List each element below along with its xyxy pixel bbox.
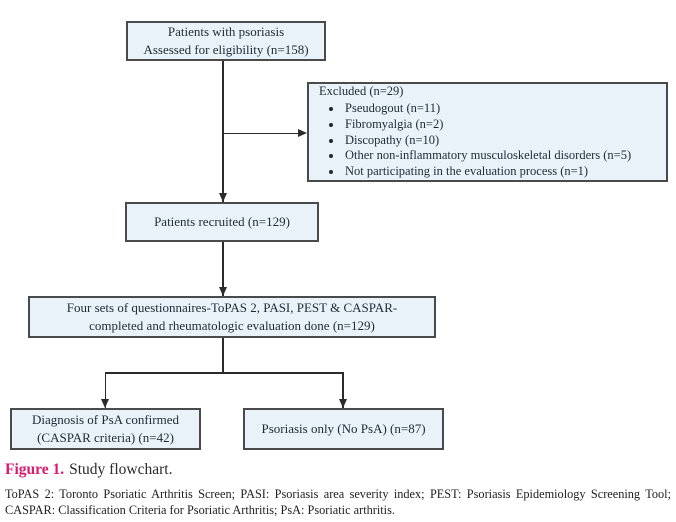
questionnaire-box-line1: Four sets of questionnaires-ToPAS 2, PAS…: [66, 299, 398, 315]
arrowhead-down-psoriasis-only-icon: [338, 399, 347, 408]
excluded-box: Excluded (n=29) Pseudogout (n=11)Fibromy…: [307, 82, 668, 182]
excluded-item-list: Pseudogout (n=11)Fibromyalgia (n=2)Disco…: [319, 101, 631, 180]
excluded-item: Discopathy (n=10): [343, 133, 631, 149]
connector-split-horizontal: [104, 372, 344, 374]
psa-confirmed-box-line1: Diagnosis of PsA confirmed: [32, 411, 179, 427]
arrowhead-down-questionnaires-icon: [218, 287, 227, 296]
connector-branch-to-excluded: [222, 132, 300, 134]
excluded-item: Other non-inflammatory musculoskeletal d…: [343, 148, 631, 164]
arrowhead-down-recruited-icon: [218, 193, 227, 202]
questionnaire-box: Four sets of questionnaires-ToPAS 2, PAS…: [28, 296, 436, 338]
connector-split-to-psa: [104, 372, 107, 408]
arrowhead-down-psa-icon: [101, 399, 109, 408]
psoriasis-only-box: Psoriasis only (No PsA) (n=87): [243, 408, 444, 450]
connector-recruited-to-questionnaires: [222, 242, 224, 296]
figure-footnote: ToPAS 2: Toronto Psoriatic Arthritis Scr…: [5, 487, 671, 517]
eligibility-box: Patients with psoriasis Assessed for eli…: [126, 21, 326, 61]
excluded-item: Pseudogout (n=11): [343, 101, 631, 117]
figure-caption: Figure 1.Study flowchart.: [5, 461, 172, 479]
psa-confirmed-box-line2: (CASPAR criteria) (n=42): [37, 430, 174, 445]
connector-questionnaires-to-split: [222, 338, 224, 373]
figure-caption-text: Study flowchart.: [69, 461, 173, 478]
eligibility-box-line2: Assessed for eligibility (n=158): [143, 42, 309, 57]
connector-eligibility-to-recruited: [222, 61, 224, 202]
figure-caption-label: Figure 1.: [5, 461, 65, 478]
excluded-item: Fibromyalgia (n=2): [343, 117, 631, 133]
psa-confirmed-box: Diagnosis of PsA confirmed (CASPAR crite…: [10, 408, 201, 450]
eligibility-box-line1: Patients with psoriasis: [167, 23, 285, 39]
psoriasis-only-box-text: Psoriasis only (No PsA) (n=87): [261, 420, 426, 436]
arrowhead-right-excluded-icon: [298, 128, 307, 137]
connector-split-to-psoriasis-only: [342, 372, 344, 408]
recruited-box: Patients recruited (n=129): [125, 202, 319, 242]
excluded-item: Not participating in the evaluation proc…: [343, 164, 631, 180]
recruited-box-text: Patients recruited (n=129): [154, 213, 290, 229]
excluded-box-title: Excluded (n=29): [319, 84, 404, 99]
questionnaire-box-line2: completed and rheumatologic evaluation d…: [89, 318, 375, 333]
